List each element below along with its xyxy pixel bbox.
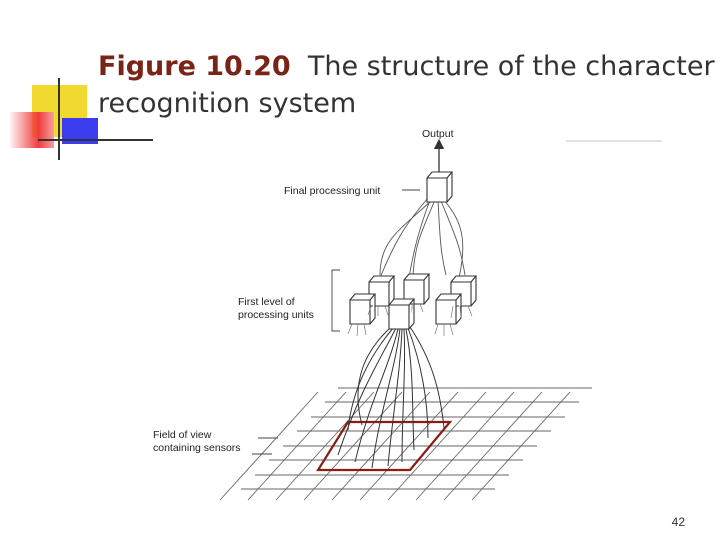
deco-horizontal-line [38, 139, 153, 141]
page-number: 42 [671, 515, 685, 529]
deco-red-block [10, 112, 54, 148]
final-processing-unit [426, 171, 453, 203]
label-first-level-line1: First level of [238, 296, 295, 308]
label-first-level-line2: processing units [238, 309, 314, 321]
deco-vertical-line [58, 78, 60, 160]
sensor-connections [337, 325, 445, 469]
title-text: The structure of the character recogniti… [98, 51, 715, 119]
label-field-line1: Field of view [153, 429, 212, 441]
slide-title: Figure 10.20 The structure of the charac… [98, 48, 720, 122]
label-field-line2: containing sensors [153, 442, 241, 454]
sensor-grid [219, 387, 592, 501]
title-figure-number: Figure 10.20 [98, 51, 291, 82]
label-leaders [252, 189, 420, 455]
unit-back-1 [368, 275, 395, 307]
field-of-view-highlight [316, 420, 453, 472]
first-level-units [347, 273, 477, 337]
focal-processing-unit [388, 298, 415, 330]
label-output: Output [422, 128, 454, 140]
label-final-unit: Final processing unit [284, 185, 380, 197]
unit-front-right [435, 293, 462, 325]
deco-faint-rule [566, 140, 662, 142]
unit-front-left [349, 293, 376, 325]
